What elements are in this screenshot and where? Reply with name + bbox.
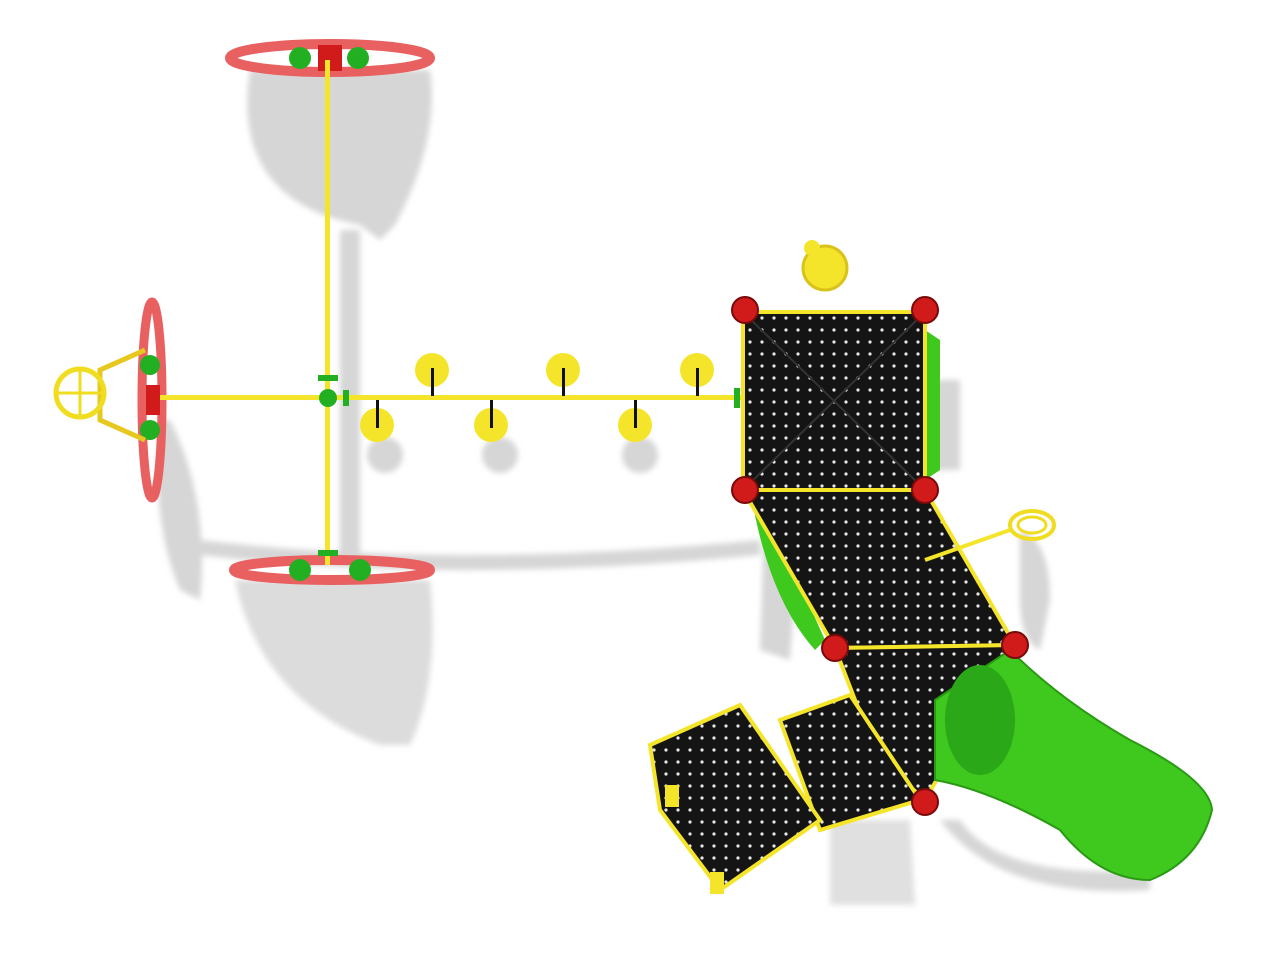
yellow-lion-panel [801,240,849,292]
play-decks [647,310,1019,893]
left-ring-and-wheel [53,297,167,503]
yellow-handholds [665,785,724,894]
hanging-stepping-discs [360,353,714,442]
bottom-ring-swing [229,555,435,585]
green-slide [934,648,1214,882]
red-post-caps [731,296,1029,816]
overhead-beams [160,60,742,565]
spiral-climber [924,509,1056,562]
